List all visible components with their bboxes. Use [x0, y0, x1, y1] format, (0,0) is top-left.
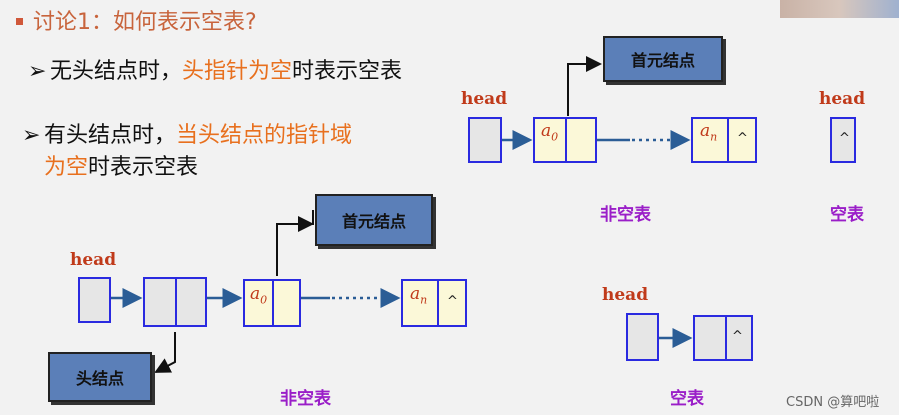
bullet-no-head-node: ➢无头结点时，头指针为空时表示空表	[28, 56, 402, 88]
node-data-an: an	[700, 121, 718, 144]
null-pointer-symbol: ^	[839, 131, 850, 146]
slide-title: 讨论1：如何表示空表?	[16, 4, 257, 36]
caption-nonempty: 非空表	[600, 205, 651, 225]
first-node-pointer	[276, 210, 314, 276]
head-label: head	[70, 250, 117, 270]
node-data-a0: a0	[541, 121, 559, 144]
null-pointer-symbol: ^	[737, 131, 748, 146]
bullet-highlight: 头指针为空	[182, 59, 293, 84]
bullet-text: 时表示空表	[88, 155, 199, 180]
bullet-arrow-icon: ➢	[22, 123, 41, 148]
head-node	[143, 277, 207, 327]
node-an: an ^	[691, 117, 757, 163]
head-node-box: 头结点	[48, 352, 152, 402]
head-node-pointer	[154, 332, 176, 373]
bullet-highlight: 为空	[44, 155, 89, 180]
bullet-highlight: 当头结点的指针域	[176, 123, 353, 148]
head-pointer-cell	[626, 313, 659, 361]
slide-title-text: 讨论1：如何表示空表?	[33, 10, 257, 35]
null-pointer-symbol: ^	[732, 329, 743, 344]
node-data-a0: a0	[250, 284, 268, 307]
null-pointer-symbol: ^	[447, 294, 458, 309]
head-pointer-cell	[78, 277, 111, 323]
head-pointer-null-cell: ^	[830, 117, 856, 163]
bullet-text: 时表示空表	[292, 59, 403, 84]
bullet-arrow-icon: ➢	[28, 59, 47, 84]
watermark: CSDN @算吧啦	[786, 395, 880, 410]
caption-empty: 空表	[830, 205, 864, 225]
first-node-label: 首元结点	[341, 212, 406, 231]
node-data-an: an	[410, 284, 428, 307]
head-pointer-cell	[468, 117, 502, 163]
presenter-webcam	[780, 0, 899, 18]
bullet-text: 有头结点时，	[44, 123, 177, 148]
node-a0: a0	[533, 117, 597, 163]
bullet-text: 无头结点时，	[50, 59, 183, 84]
head-label: head	[461, 89, 508, 109]
first-node-box: 首元结点	[315, 194, 433, 246]
node-a0: a0	[243, 279, 301, 327]
caption-nonempty: 非空表	[280, 389, 331, 409]
head-label: head	[602, 285, 649, 305]
first-node-box: 首元结点	[603, 36, 723, 82]
bullet-with-head-node: ➢有头结点时，当头结点的指针域 为空时表示空表	[22, 120, 352, 184]
bullet-square-icon	[16, 18, 23, 25]
head-node-empty: ^	[693, 315, 753, 361]
head-label: head	[819, 89, 866, 109]
head-node-label: 头结点	[75, 369, 124, 388]
caption-empty: 空表	[670, 389, 704, 409]
first-node-label: 首元结点	[630, 51, 695, 70]
first-node-pointer	[567, 56, 602, 116]
node-an: an ^	[401, 279, 467, 327]
